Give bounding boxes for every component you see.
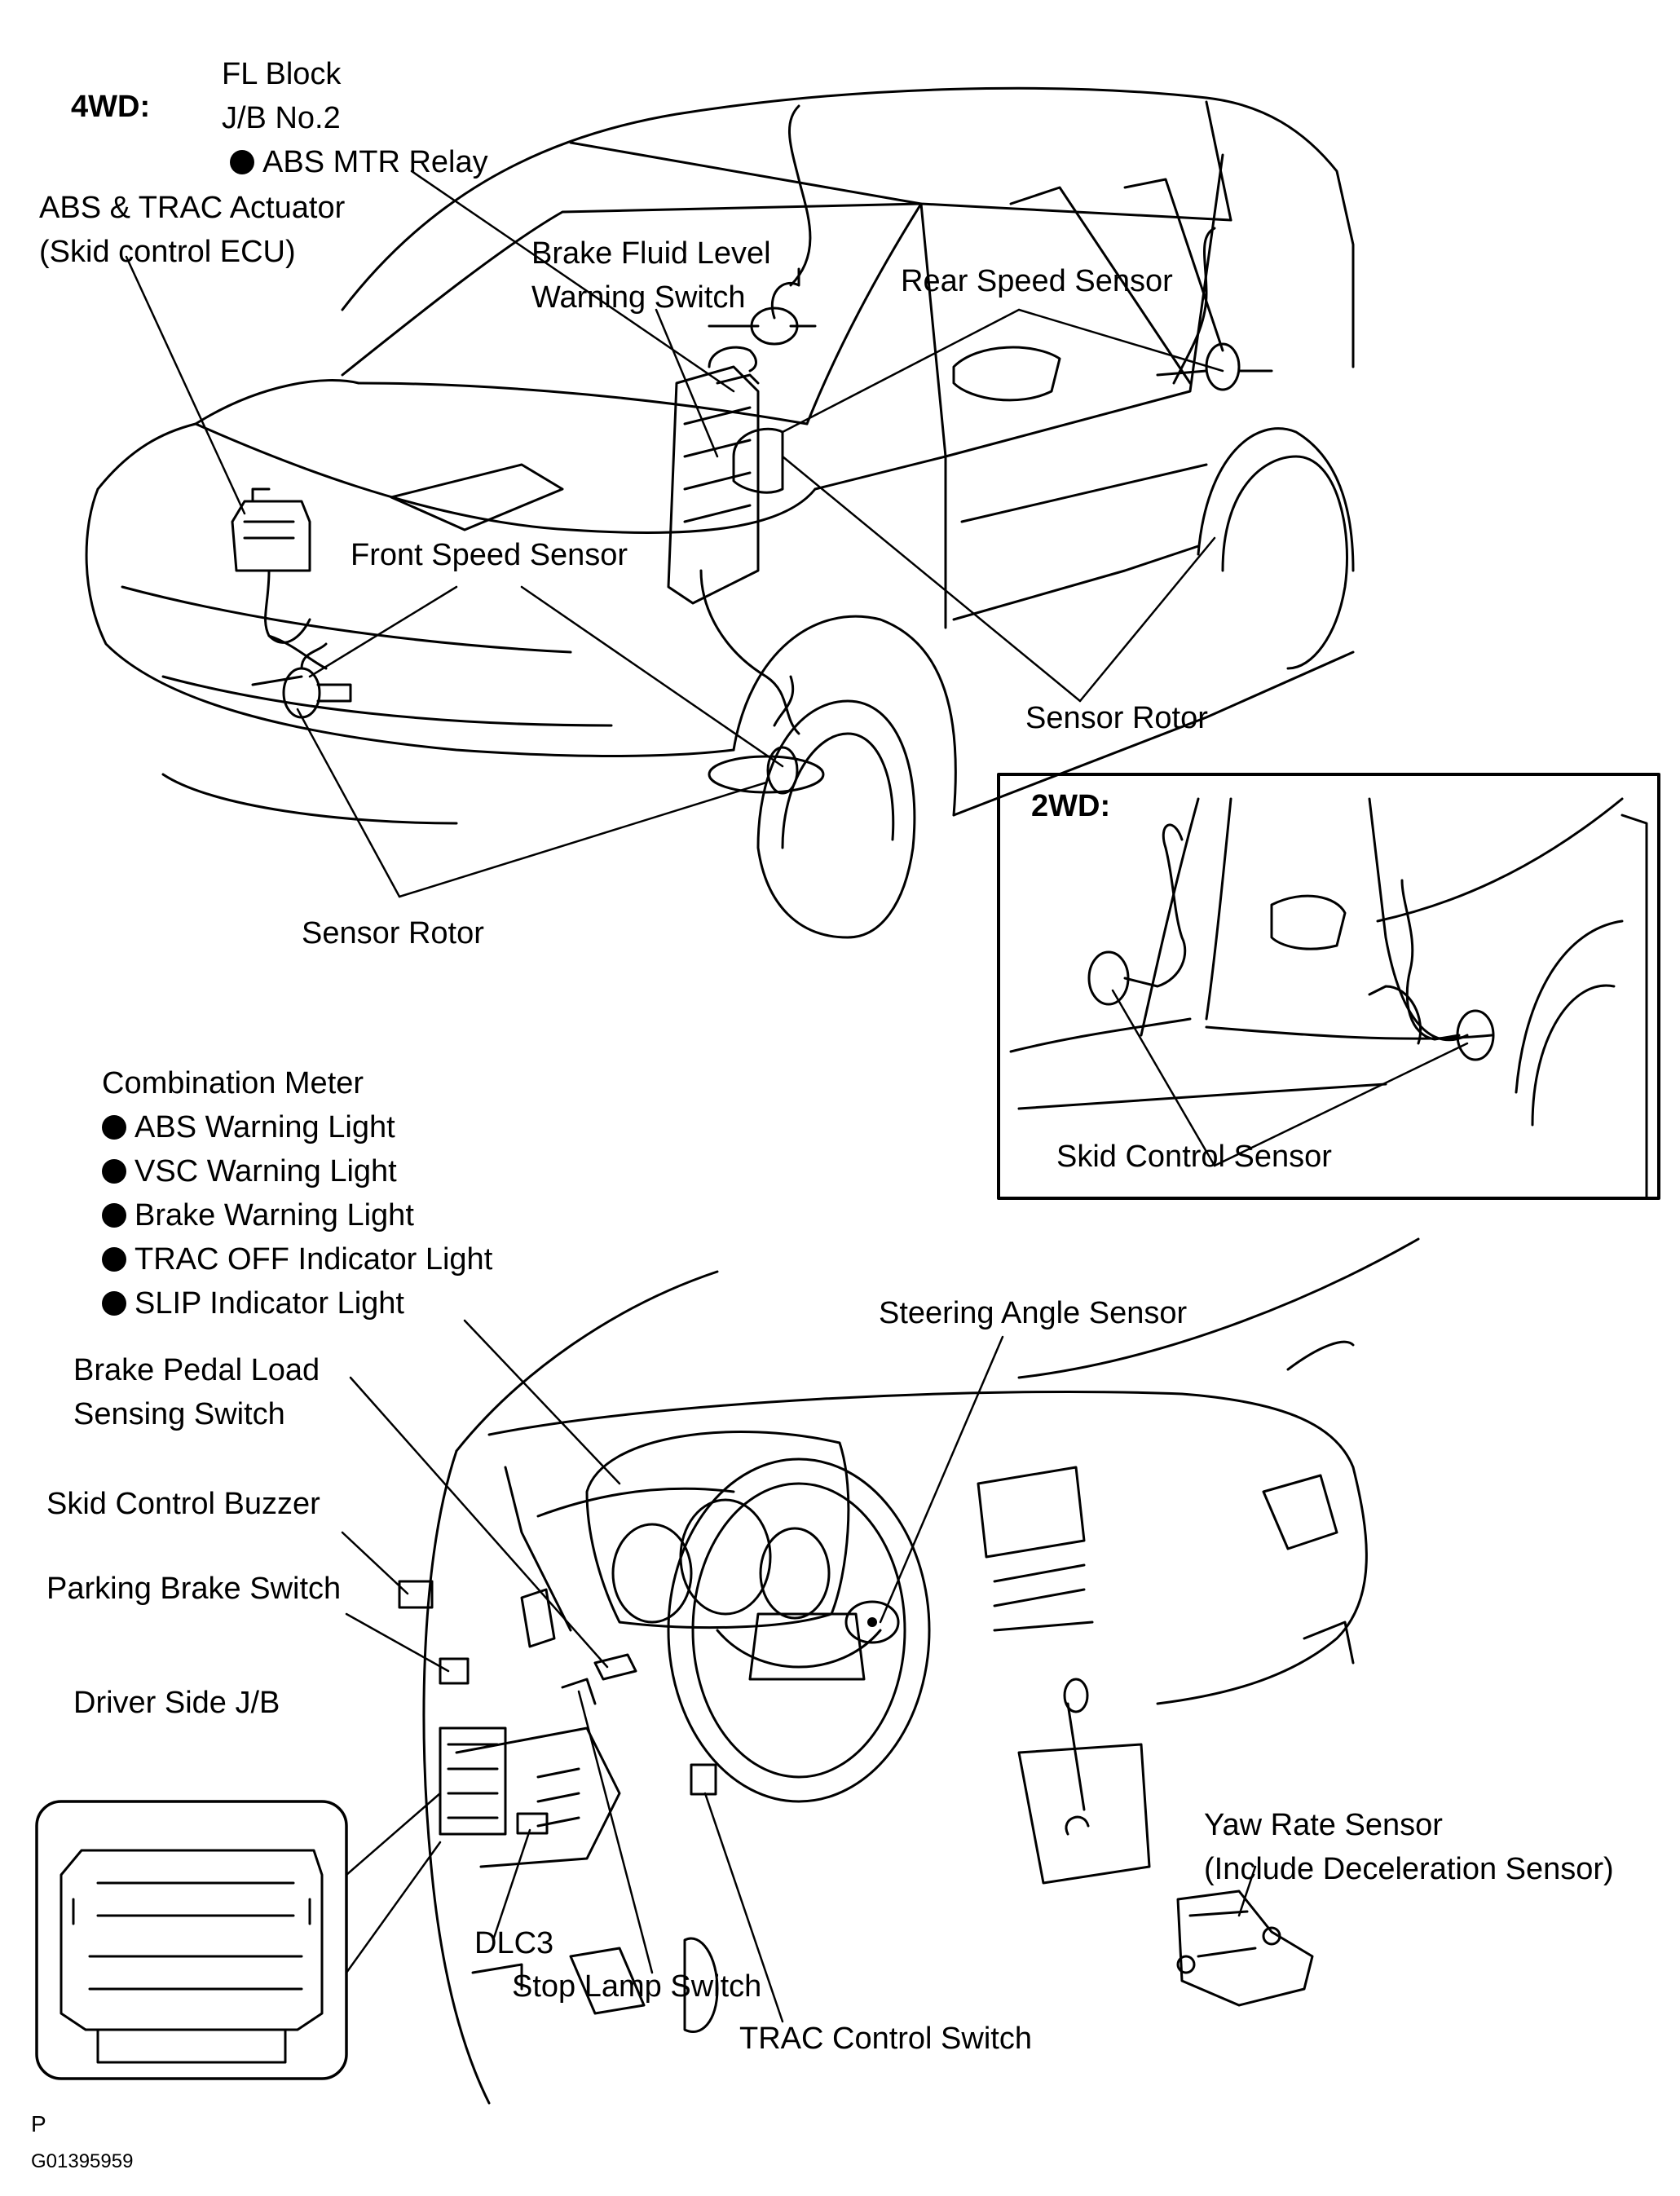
inset-2wd-sensors <box>1087 823 1495 1061</box>
meter-item: Brake Warning Light <box>102 1200 414 1231</box>
label-skid-control-buzzer: Skid Control Buzzer <box>46 1487 320 1521</box>
front-right-speed-sensor-graphic <box>766 675 799 795</box>
meter-item: VSC Warning Light <box>102 1156 397 1187</box>
label-sensing-switch: Sensing Switch <box>73 1397 285 1431</box>
label-deceleration-sensor: (Include Deceleration Sensor) <box>1204 1852 1614 1886</box>
abs-actuator-center-graphic <box>667 346 800 735</box>
meter-item-text: SLIP Indicator Light <box>134 1286 404 1321</box>
meter-item-text: VSC Warning Light <box>134 1154 397 1188</box>
combination-meter-title: Combination Meter <box>102 1066 364 1100</box>
page-marker: P <box>31 2111 46 2136</box>
meter-item-text: ABS Warning Light <box>134 1110 395 1144</box>
label-yaw-rate-sensor: Yaw Rate Sensor <box>1204 1808 1443 1842</box>
label-brake-fluid-level: Brake Fluid Level <box>531 236 771 271</box>
label-skid-control-sensor: Skid Control Sensor <box>1056 1140 1332 1174</box>
inset-2wd-box <box>997 773 1660 1200</box>
leader-lines-bottom <box>341 1319 1257 2023</box>
label-driver-side-jb: Driver Side J/B <box>73 1686 280 1720</box>
label-abs-mtr-relay: ABS MTR Relay <box>230 147 488 178</box>
abs-mtr-relay-text: ABS MTR Relay <box>262 145 488 179</box>
rear-left-speed-sensor-graphic <box>708 104 817 346</box>
label-sensor-rotor-rear: Sensor Rotor <box>1025 701 1208 735</box>
jb-callout-lines <box>345 1792 442 1974</box>
label-jb-no2: J/B No.2 <box>222 101 341 135</box>
dashboard-outline <box>398 1237 1420 2105</box>
label-warning-switch: Warning Switch <box>531 280 746 315</box>
meter-item-text: TRAC OFF Indicator Light <box>134 1242 493 1277</box>
front-left-speed-sensor-graphic <box>251 642 352 719</box>
meter-item: TRAC OFF Indicator Light <box>102 1244 492 1275</box>
label-rear-speed-sensor: Rear Speed Sensor <box>901 264 1173 298</box>
label-parking-brake-switch: Parking Brake Switch <box>46 1572 342 1606</box>
leader-lines-top <box>125 170 1224 898</box>
abs-trac-actuator-graphic <box>231 487 328 670</box>
label-sensor-rotor-front: Sensor Rotor <box>302 916 484 950</box>
bullet-icon <box>102 1247 126 1272</box>
meter-item: ABS Warning Light <box>102 1112 395 1143</box>
label-abs-trac-actuator: ABS & TRAC Actuator <box>39 191 346 225</box>
label-front-speed-sensor: Front Speed Sensor <box>351 538 628 572</box>
bullet-icon <box>230 150 254 174</box>
vehicle-2wd-outline <box>1009 797 1648 1200</box>
fills <box>867 1617 877 1627</box>
jb-connector-graphic <box>60 1849 324 2064</box>
heading-4wd: 4WD: <box>71 90 151 124</box>
brake-fluid-reservoir-graphic <box>716 373 784 494</box>
meter-item-text: Brake Warning Light <box>134 1198 414 1232</box>
bullet-icon <box>102 1291 126 1316</box>
label-trac-control-switch: TRAC Control Switch <box>739 2022 1032 2056</box>
bullet-icon <box>102 1203 126 1228</box>
label-steering-angle-sensor: Steering Angle Sensor <box>879 1296 1188 1330</box>
label-fl-block: FL Block <box>222 57 342 91</box>
vehicle-4wd-outline <box>85 86 1355 939</box>
bullet-icon <box>102 1159 126 1184</box>
heading-2wd: 2WD: <box>1031 789 1111 823</box>
bullet-icon <box>102 1115 126 1140</box>
figure-code: G01395959 <box>31 2150 134 2172</box>
label-skid-control-ecu: (Skid control ECU) <box>39 235 296 269</box>
label-dlc3: DLC3 <box>474 1926 554 1960</box>
label-brake-pedal-load: Brake Pedal Load <box>73 1353 320 1387</box>
leader-lines-inset <box>1111 989 1469 1167</box>
meter-item: SLIP Indicator Light <box>102 1288 404 1319</box>
label-stop-lamp-switch: Stop Lamp Switch <box>512 1969 762 2004</box>
rear-right-speed-sensor-graphic <box>1156 227 1273 391</box>
jb-callout-box <box>35 1800 348 2080</box>
